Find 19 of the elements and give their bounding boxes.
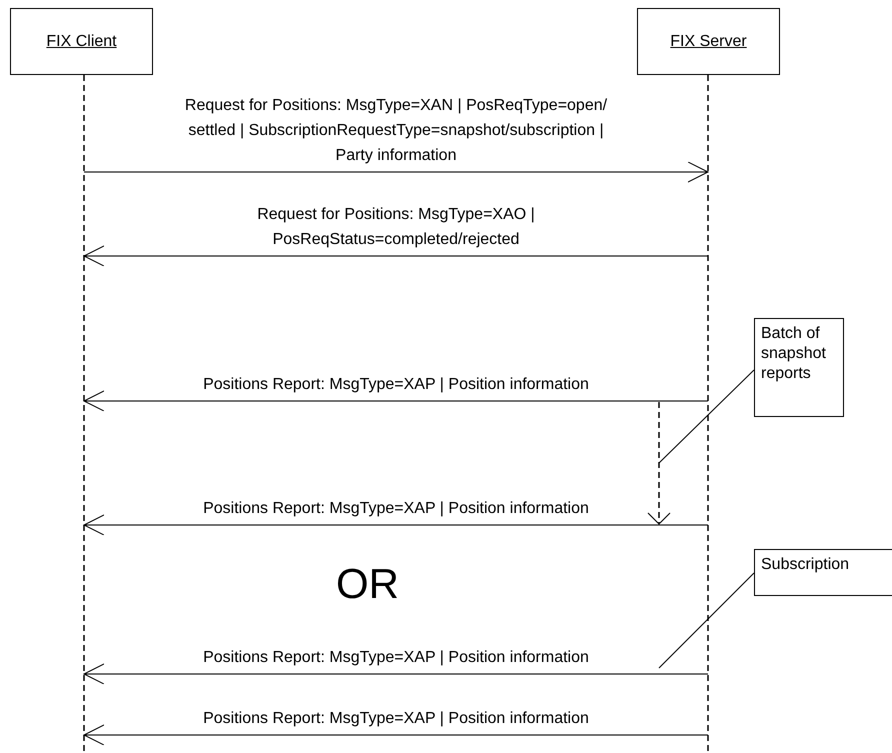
alternative-label: OR [336, 560, 399, 608]
message-label: Request for Positions: MsgType=XAO | PosReqStatus=completed/rejected [256, 205, 536, 250]
leader-line [658, 370, 754, 464]
message-arrow [84, 514, 708, 536]
note-box: Batch of snapshot reports [754, 318, 844, 417]
message-arrow [84, 246, 708, 266]
message-label: Positions Report: MsgType=XAP | Position information [202, 709, 590, 729]
participant-box: FIX Server [637, 8, 780, 75]
message-label: Positions Report: MsgType=XAP | Position information [202, 499, 590, 519]
leader-line [658, 572, 754, 668]
note-box: Subscription [754, 549, 892, 596]
message-arrow [84, 162, 708, 182]
message-arrow [84, 390, 708, 412]
message-label: Positions Report: MsgType=XAP | Position information [202, 648, 590, 668]
message-label: Request for Positions: MsgType=XAN | PosReqType=open/ settled | SubscriptionRequestType=snapshot/subscription | Party information [184, 96, 608, 166]
message-label: Positions Report: MsgType=XAP | Position information [202, 375, 590, 395]
message-arrow [84, 724, 708, 746]
participant-box: FIX Client [10, 8, 153, 75]
message-arrow [84, 664, 708, 684]
